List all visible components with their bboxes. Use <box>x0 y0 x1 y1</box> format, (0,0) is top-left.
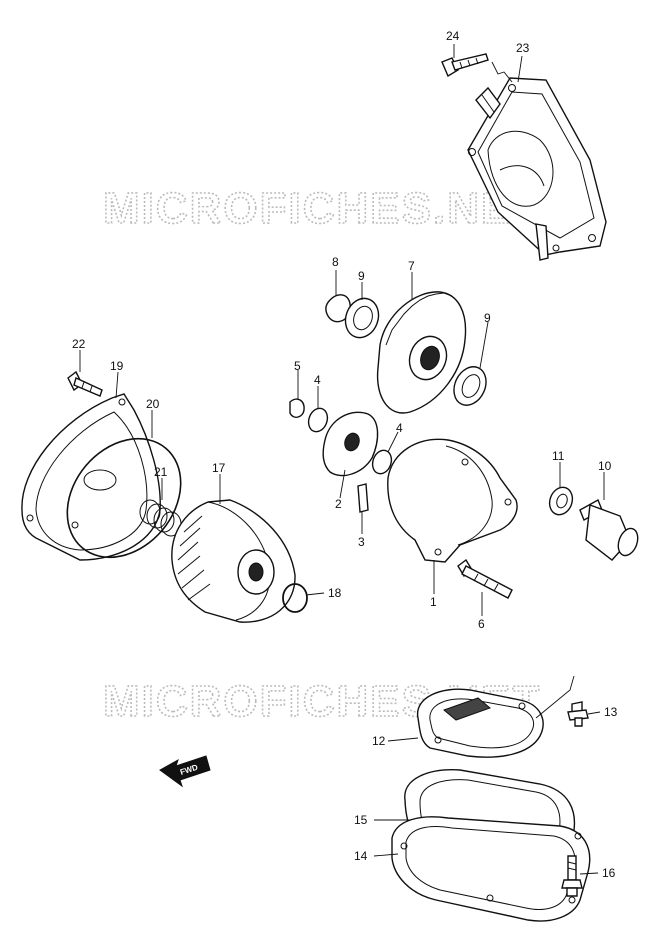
part-pump-cover <box>467 77 607 261</box>
part-washer-9-right <box>453 366 487 406</box>
callout-labels: 1 2 3 4 4 5 6 7 8 9 9 10 11 12 13 14 15 … <box>72 29 618 880</box>
callout-4-right: 4 <box>396 421 403 435</box>
part-bolt-22 <box>67 370 103 397</box>
part-pan-gasket-14 <box>391 816 591 922</box>
callout-5: 5 <box>294 359 301 373</box>
callout-10: 10 <box>598 459 612 473</box>
part-o-ring-18 <box>282 583 308 613</box>
part-gear-7 <box>376 291 467 414</box>
part-bolt-16 <box>561 855 583 897</box>
part-washer-11 <box>548 486 574 516</box>
callout-15: 15 <box>354 813 368 827</box>
part-circlip-8 <box>325 294 351 323</box>
callout-20: 20 <box>146 397 160 411</box>
callout-9-top: 9 <box>358 269 365 283</box>
callout-14: 14 <box>354 849 368 863</box>
fwd-arrow-icon: FWD <box>159 755 211 788</box>
leader-lines <box>79 44 605 875</box>
callout-23: 23 <box>516 41 530 55</box>
callout-12: 12 <box>372 734 386 748</box>
callout-7: 7 <box>408 259 415 273</box>
part-oil-filter-17 <box>171 499 296 623</box>
callout-8: 8 <box>332 255 339 269</box>
callout-13: 13 <box>604 705 618 719</box>
part-bolt-6 <box>457 558 513 599</box>
callout-18: 18 <box>328 586 342 600</box>
part-oil-switch-10 <box>579 499 639 561</box>
part-bolt-13 <box>567 701 589 727</box>
part-bolt-24 <box>441 53 489 78</box>
callout-2: 2 <box>335 497 342 511</box>
callout-6: 6 <box>478 617 485 631</box>
watermark-top: MICROFICHES.NET <box>103 184 541 233</box>
callout-24: 24 <box>446 29 460 43</box>
part-washer-9-top <box>344 297 380 339</box>
callout-19: 19 <box>110 359 124 373</box>
part-washer-4-left <box>307 407 329 433</box>
callout-3: 3 <box>358 535 365 549</box>
part-circlip-5 <box>289 398 305 418</box>
part-gear-2 <box>322 411 379 477</box>
part-washer-4-right <box>371 449 393 475</box>
callout-4-left: 4 <box>314 373 321 387</box>
part-filter-cover-19 <box>21 393 161 561</box>
callout-9-right: 9 <box>484 311 491 325</box>
part-gasket-12 <box>417 688 544 758</box>
part-pin-3 <box>357 483 369 513</box>
callout-1: 1 <box>430 595 437 609</box>
callout-16: 16 <box>602 866 616 880</box>
callout-11: 11 <box>552 449 565 463</box>
callout-21: 21 <box>154 465 168 479</box>
callout-22: 22 <box>72 337 86 351</box>
part-pump-body-1 <box>387 438 518 563</box>
callout-17: 17 <box>212 461 226 475</box>
